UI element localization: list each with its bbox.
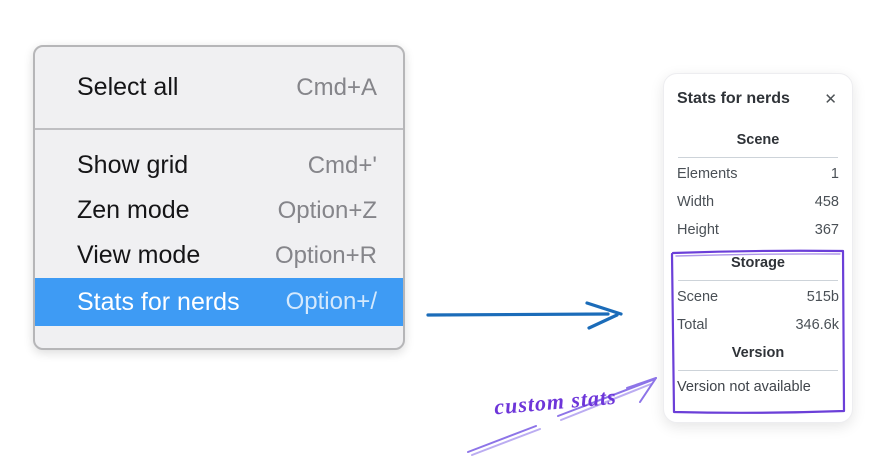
menu-item-stats-for-nerds[interactable]: Stats for nerds Option+/ [35,278,403,326]
stat-row-elements: Elements 1 [677,160,839,188]
menu-item-select-all[interactable]: Select all Cmd+A [35,47,403,128]
menu-item-shortcut: Cmd+A [296,73,377,101]
stat-label: Elements [677,166,738,182]
section-divider [678,370,838,371]
stat-value: 346.6k [795,317,839,333]
close-icon[interactable]: ✕ [824,90,837,108]
section-header-storage: Storage [731,255,785,271]
menu-item-zen-mode[interactable]: Zen mode Option+Z [35,188,403,233]
menu-item-shortcut: Option+/ [285,288,377,315]
blue-arrow [426,301,623,330]
section-divider [678,280,838,281]
menu-item-shortcut: Option+R [274,241,377,269]
stats-panel: Stats for nerds ✕ Scene Elements 1 Width… [663,73,853,423]
stat-row-width: Width 458 [677,188,839,216]
menu-item-show-grid[interactable]: Show grid Cmd+' [35,143,403,188]
context-menu: Select all Cmd+A Show grid Cmd+' Zen mod… [33,45,405,350]
menu-item-label: Select all [77,73,179,101]
stat-value: 458 [814,194,839,210]
stat-label: Height [677,222,719,238]
menu-item-shortcut: Option+Z [277,196,377,224]
section-header-scene: Scene [736,132,780,148]
stat-row-scene-storage: Scene 515b [677,283,839,311]
stat-value: 515b [806,289,839,305]
section-divider [678,157,838,158]
stat-row-height: Height 367 [677,216,839,244]
custom-stats-arrow [467,377,657,456]
stat-label: Total [677,317,708,333]
stat-value: 1 [830,166,839,182]
menu-item-label: Show grid [77,151,189,179]
annotation-custom-stats-label: custom stats [493,383,618,420]
menu-item-label: Zen mode [77,196,190,224]
menu-item-view-mode[interactable]: View mode Option+R [35,233,403,278]
stats-panel-header: Stats for nerds ✕ [677,87,839,111]
menu-separator [35,128,403,130]
stat-label: Width [677,194,715,210]
panel-title: Stats for nerds [677,90,790,107]
menu-item-label: Stats for nerds [77,287,240,316]
stat-label: Scene [677,289,719,305]
menu-group: Show grid Cmd+' Zen mode Option+Z View m… [35,130,403,326]
menu-item-shortcut: Cmd+' [307,151,377,179]
version-note: Version not available [677,379,811,395]
stat-value: 367 [814,222,839,238]
menu-item-label: View mode [77,241,201,269]
stat-row-total-storage: Total 346.6k [677,311,839,339]
section-header-version: Version [731,345,785,361]
